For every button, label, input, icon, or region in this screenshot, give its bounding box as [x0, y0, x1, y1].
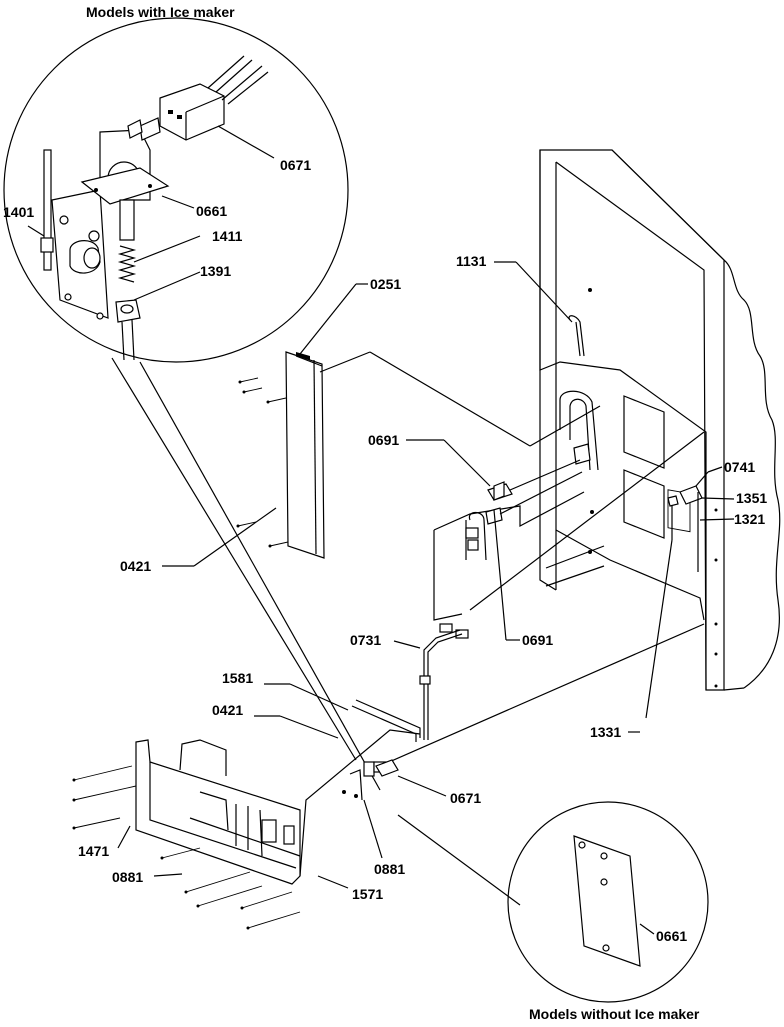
- part-label-0421-b: 0421: [212, 702, 243, 718]
- part-label-1411: 1411: [212, 228, 243, 244]
- part-label-0691-b: 0691: [522, 632, 553, 648]
- switch-0691-top: [487, 459, 581, 501]
- lower-housing: [72, 623, 705, 930]
- part-label-0421-a: 0421: [120, 558, 151, 574]
- cabinet-liner: [539, 149, 781, 691]
- caption-without-ice-maker: Models without Ice maker: [529, 1006, 700, 1022]
- part-label-1331: 1331: [590, 724, 621, 740]
- switch-parts-right: [645, 485, 703, 719]
- bracket-0251: [236, 351, 601, 559]
- part-label-1471: 1471: [78, 843, 109, 859]
- part-label-0671-b: 0671: [450, 790, 481, 806]
- part-label-1351: 1351: [736, 490, 767, 506]
- part-label-0731: 0731: [350, 632, 381, 648]
- part-label-0741: 0741: [724, 459, 755, 475]
- part-label-1391: 1391: [200, 263, 231, 279]
- caption-with-ice-maker: Models with Ice maker: [86, 4, 235, 20]
- detail-circle-with-ice-maker: [3, 17, 381, 791]
- leader-lines: [27, 125, 735, 935]
- part-label-1581: 1581: [222, 670, 253, 686]
- part-label-0251: 0251: [370, 276, 401, 292]
- part-label-1401: 1401: [3, 204, 34, 220]
- part-label-0661-top: 0661: [196, 203, 227, 219]
- part-label-0671-top: 0671: [280, 157, 311, 173]
- part-label-0691-a: 0691: [368, 432, 399, 448]
- tube-0731: [419, 629, 463, 740]
- part-label-1571: 1571: [352, 886, 383, 902]
- part-label-0881-a: 0881: [112, 869, 143, 885]
- detail-circle-without-ice-maker: [397, 801, 709, 1003]
- part-label-1321: 1321: [734, 511, 765, 527]
- part-label-0881-b: 0881: [374, 861, 405, 877]
- part-label-1131: 1131: [456, 253, 487, 269]
- part-label-0661-b: 0661: [656, 928, 687, 944]
